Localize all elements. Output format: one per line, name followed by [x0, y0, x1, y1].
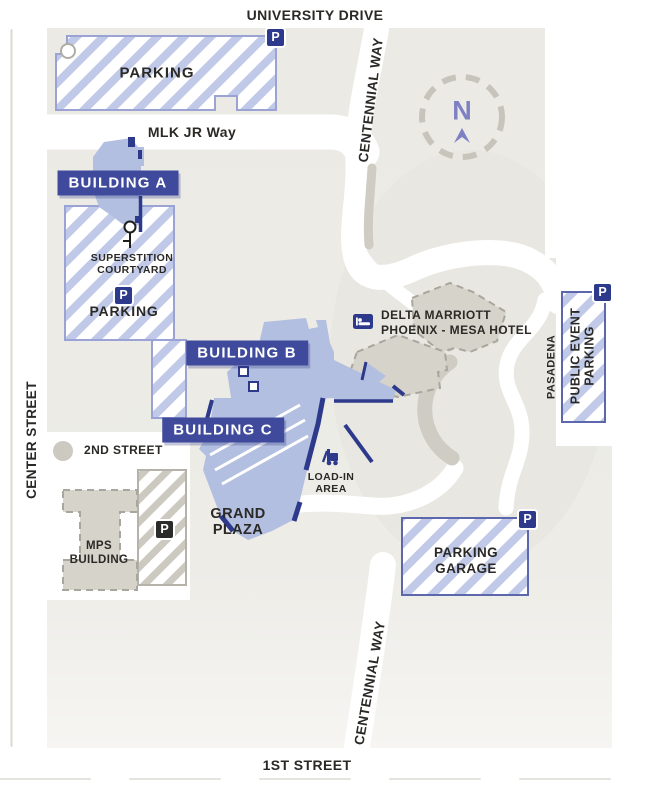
- parking-garage-lot: [401, 517, 529, 596]
- street-label-pasadena: PASADENA: [545, 334, 558, 400]
- hotel-label: DELTA MARRIOTT PHOENIX - MESA HOTEL: [381, 308, 532, 338]
- parking-garage-label: PARKING GARAGE: [434, 545, 498, 577]
- street-label-mlk-jr-way: MLK JR Way: [147, 123, 237, 140]
- north-parking-lot: [55, 35, 277, 111]
- mps-building-shape: [62, 489, 138, 591]
- parking-icon-public-event: P: [592, 282, 613, 303]
- building-b-annex: [362, 362, 386, 388]
- second-street-dot: [53, 441, 73, 461]
- grand-plaza-label: GRAND PLAZA: [210, 506, 265, 538]
- north-lot-parking-label: PARKING: [119, 64, 195, 82]
- mps-line2: BUILDING: [69, 554, 129, 566]
- compass-north-label: N: [452, 95, 472, 126]
- parking-lots-layer: [55, 35, 606, 596]
- hotel-label-line2: PHOENIX - MESA HOTEL: [381, 323, 532, 337]
- parking-icon-west-lot: P: [113, 285, 134, 306]
- hotel-shape-upper: [410, 281, 508, 354]
- building-b-banner: BUILDING B: [186, 340, 308, 366]
- parking-icon-mps-lot: P: [154, 519, 175, 540]
- building-a-banner: BUILDING A: [57, 170, 179, 196]
- load-in-icon: [321, 449, 338, 466]
- public-event-line1: PUBLIC EVENT: [568, 307, 583, 405]
- public-event-parking-label: PUBLIC EVENT PARKING: [569, 308, 598, 404]
- hotel-label-line1: DELTA MARRIOTT: [381, 308, 492, 322]
- public-event-line2: PARKING: [583, 326, 597, 386]
- street-label-center-street: CENTER STREET: [24, 381, 40, 499]
- west-lot-parking-label: PARKING: [89, 302, 159, 319]
- street-label-second-street: 2ND STREET: [84, 443, 163, 458]
- building-c-banner: BUILDING C: [162, 417, 284, 443]
- superstition-courtyard-label: SUPERSTITION COURTYARD: [91, 252, 173, 276]
- mps-line1: MPS: [85, 540, 113, 552]
- load-in-area-label: LOAD-IN AREA: [308, 471, 355, 495]
- load-in-line2: AREA: [315, 483, 347, 495]
- bed-icon: [353, 314, 373, 329]
- superstition-line1: SUPERSTITION: [90, 251, 174, 264]
- street-label-first-street: 1ST STREET: [262, 756, 352, 773]
- grand-plaza-line2: PLAZA: [212, 522, 264, 538]
- superstition-line2: COURTYARD: [97, 264, 167, 276]
- parking-garage-line2: GARAGE: [435, 561, 497, 576]
- compass: [419, 74, 505, 160]
- load-in-line1: LOAD-IN: [307, 470, 355, 483]
- markers-layer: [123, 220, 373, 466]
- mps-building-label: MPS BUILDING: [70, 539, 129, 567]
- parking-garage-line1: PARKING: [433, 545, 499, 560]
- parking-icon-garage: P: [517, 509, 538, 530]
- public-event-parking-lot: [561, 291, 606, 423]
- grand-plaza-line1: GRAND: [210, 506, 266, 522]
- north-arrow-icon: [454, 128, 470, 143]
- superstition-courtyard-marker: [123, 220, 137, 248]
- parking-icon-north-lot: P: [265, 27, 286, 48]
- street-label-university-drive: UNIVERSITY DRIVE: [246, 6, 384, 23]
